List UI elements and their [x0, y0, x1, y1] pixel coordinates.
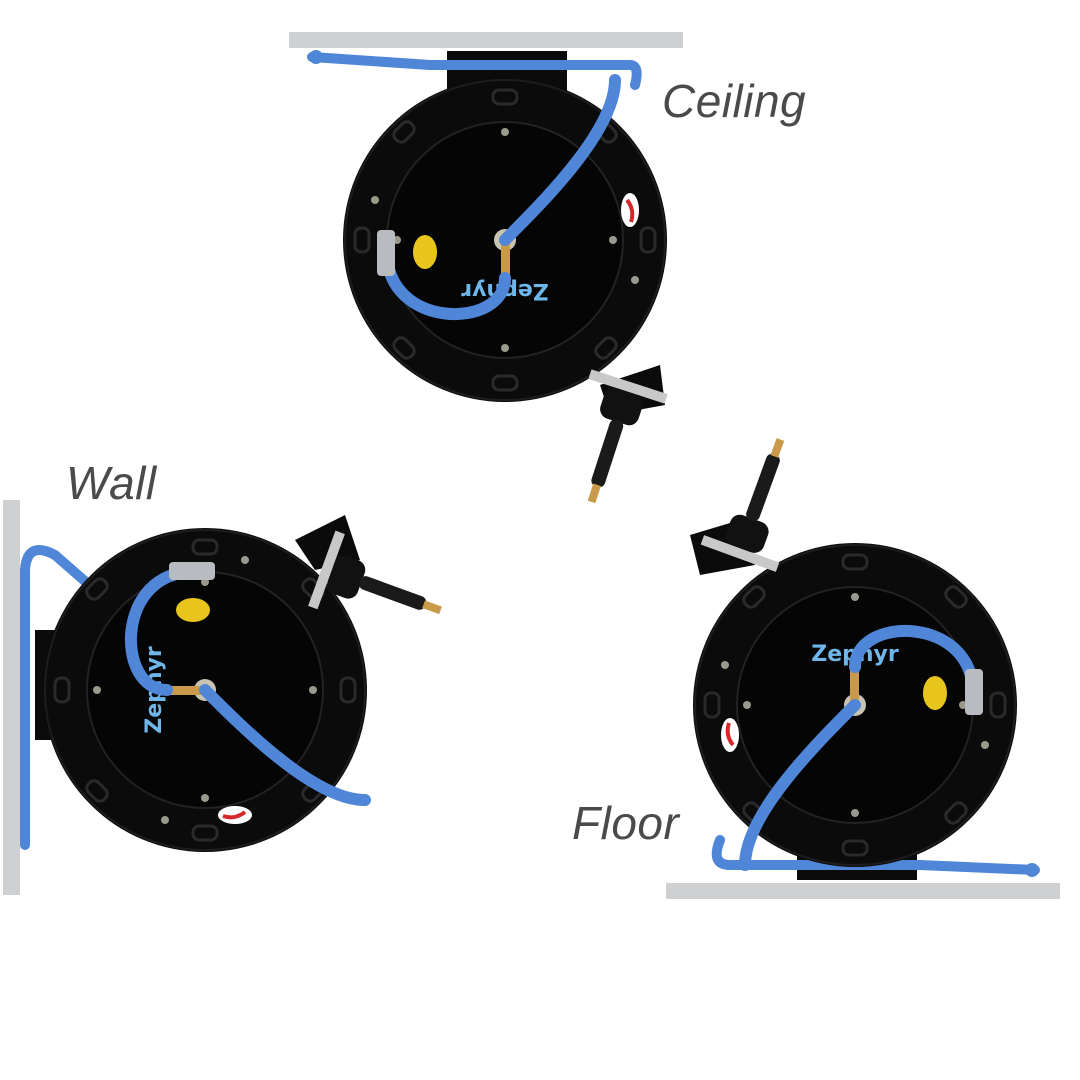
floor-label: Floor: [572, 797, 680, 849]
ceiling-label: Ceiling: [662, 75, 807, 127]
wall-mounted-reel: [15, 500, 475, 860]
ceiling-mounted-reel: [290, 45, 730, 515]
floor-surface: [666, 883, 1060, 899]
ceiling-surface: [289, 32, 683, 48]
wall-surface: [3, 500, 20, 895]
wall-label: Wall: [66, 457, 157, 509]
floor-mounted-reel: [660, 425, 1060, 885]
